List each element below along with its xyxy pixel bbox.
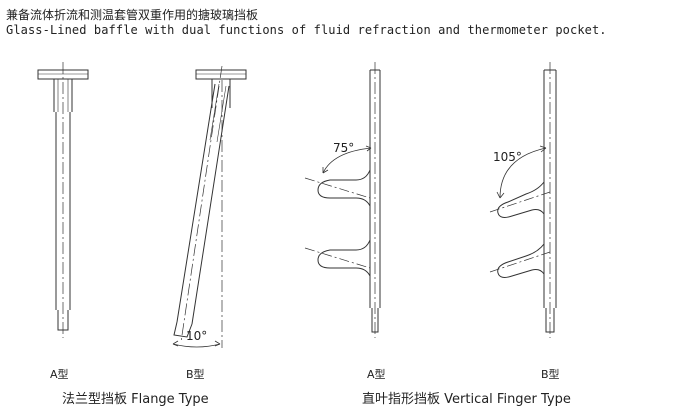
vertical-type-b-baffle [489,62,557,338]
caption-vertical-finger-type: 直叶指形挡板 Vertical Finger Type [362,392,571,407]
angle-label-flange-b: 10° [186,329,207,343]
label-flange-type-b: B型 [186,368,205,381]
label-vertical-type-b: B型 [541,368,560,381]
angle-label-vertical-b: 105° [493,150,522,164]
title-chinese: 兼备流体折流和测温套管双重作用的搪玻璃挡板 [6,8,259,22]
label-flange-type-a: A型 [50,368,69,381]
angle-label-vertical-a: 75° [333,141,354,155]
flange-type-a-baffle [37,62,89,338]
flange-type-b-baffle [172,65,247,348]
title-english: Glass-Lined baffle with dual functions o… [6,23,607,37]
caption-flange-type: 法兰型挡板 Flange Type [62,392,209,407]
vertical-type-a-baffle [304,62,381,338]
label-vertical-type-a: A型 [367,368,386,381]
